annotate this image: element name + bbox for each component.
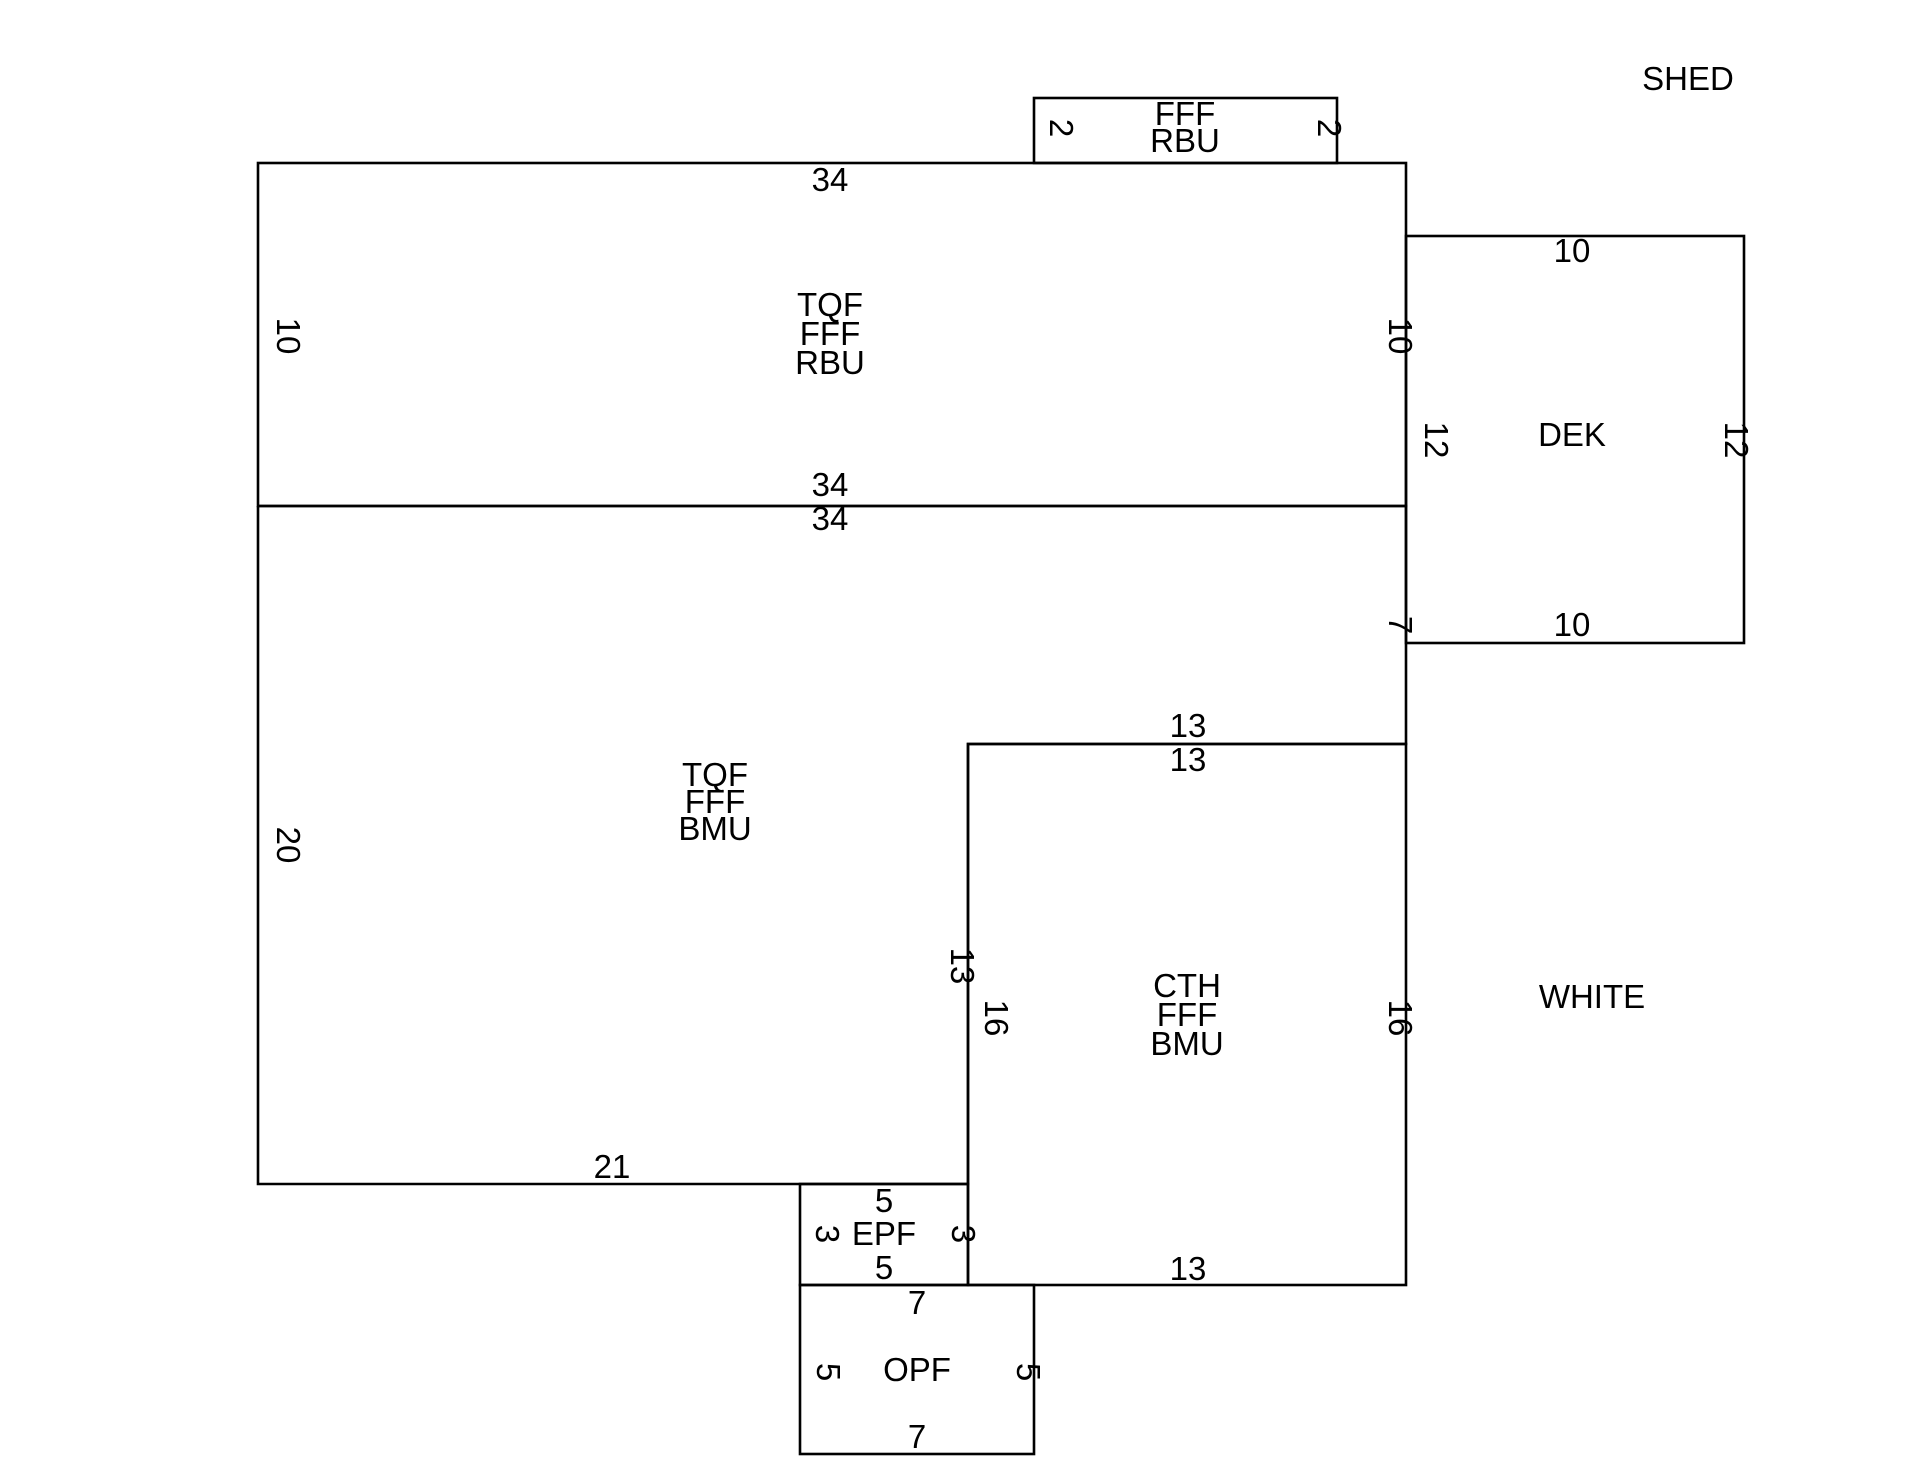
opf-right-dimension: 5 <box>1010 1363 1047 1381</box>
rbu-top-dimension: 34 <box>812 161 849 198</box>
bay-right-dimension: 2 <box>1311 119 1348 137</box>
opf-left-dimension: 5 <box>810 1363 847 1381</box>
bmu-right-dimension: 7 <box>1382 616 1419 634</box>
cth-area-label-line1: CTH <box>1153 967 1221 1004</box>
cth-area-label-line3: BMU <box>1150 1025 1223 1062</box>
deck-left-dimension: 12 <box>1418 422 1455 459</box>
cth-outline <box>966 742 1408 1287</box>
bmu-left-dimension: 20 <box>270 827 307 864</box>
bmu-area-label-line1: TQF <box>682 756 748 793</box>
deck-outline <box>1404 234 1746 645</box>
bmu-inner-dimension: 13 <box>944 948 981 985</box>
cth-top-dimension: 13 <box>1170 741 1207 778</box>
opf-bottom-dimension: 7 <box>908 1418 926 1455</box>
white-label: WHITE <box>1539 978 1645 1015</box>
bay-area-label-line1: FFF <box>1155 95 1215 132</box>
cth-right-dimension: 16 <box>1382 1000 1419 1037</box>
bay-area-label-line2: RBU <box>1150 122 1220 159</box>
rbu-right-dimension: 10 <box>1382 318 1419 355</box>
rbu-bottom-dimension: 34 <box>812 466 849 503</box>
opf-outline <box>798 1283 1036 1456</box>
epf-left-dimension: 3 <box>809 1225 846 1243</box>
deck-top-dimension: 10 <box>1554 232 1591 269</box>
shed-label: SHED <box>1642 60 1734 97</box>
bmu-area-label-line3: BMU <box>678 810 751 847</box>
deck-area-label: DEK <box>1538 416 1606 453</box>
rbu-area-label-line1: TQF <box>797 286 863 323</box>
cth-top-outer-dimension: 13 <box>1170 707 1207 744</box>
opf-top-dimension: 7 <box>908 1284 926 1321</box>
opf-area-label: OPF <box>883 1351 951 1388</box>
cth-area-label-line2: FFF <box>1157 996 1217 1033</box>
epf-area-label: EPF <box>852 1215 916 1252</box>
cth-bottom-dimension: 13 <box>1170 1250 1207 1287</box>
cth-left-dimension: 16 <box>978 1000 1015 1037</box>
deck-bottom-dimension: 10 <box>1554 606 1591 643</box>
bmu-outline <box>256 504 1408 1186</box>
rbu-area-label-line2: FFF <box>800 315 860 352</box>
epf-bottom-dimension: 5 <box>875 1249 893 1286</box>
bmu-area-label-line2: FFF <box>685 783 745 820</box>
rbu-area-label-line3: RBU <box>795 344 865 381</box>
rbu-left-dimension: 10 <box>270 318 307 355</box>
bmu-top-dimension: 34 <box>812 500 849 537</box>
bay-left-dimension: 2 <box>1043 119 1080 137</box>
epf-right-dimension: 3 <box>945 1225 982 1243</box>
deck-right-dimension: 12 <box>1718 422 1755 459</box>
bmu-bottom-dimension: 21 <box>594 1148 631 1185</box>
epf-top-dimension: 5 <box>875 1182 893 1219</box>
